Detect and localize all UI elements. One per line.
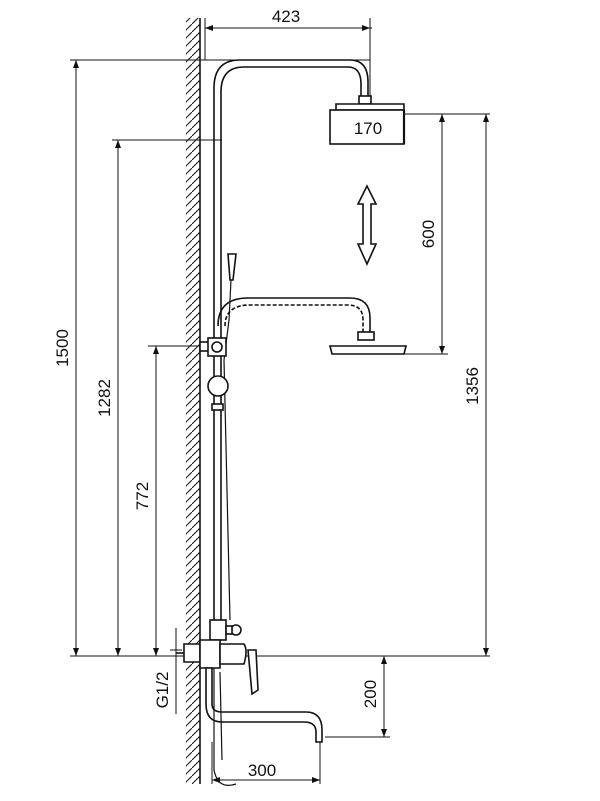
mixer-valve (176, 619, 259, 696)
dim-travel-600: 600 (419, 220, 438, 248)
extension-lines (70, 18, 490, 784)
dim-height-772: 772 (133, 482, 152, 510)
dimension-lines (75, 60, 487, 781)
riser-pipe (213, 59, 369, 630)
dim-height-1500: 1500 (53, 329, 72, 367)
arrowheads (73, 25, 489, 783)
hose (213, 668, 237, 786)
wall (186, 18, 201, 784)
adjust-arrow-icon (356, 184, 378, 266)
dim-head-170: 170 (354, 119, 382, 138)
lower-shower-head (217, 297, 408, 355)
dim-spout-200: 200 (361, 680, 380, 708)
dim-height-1282: 1282 (95, 379, 114, 417)
dim-spout-300: 300 (248, 761, 276, 780)
bath-spout (205, 667, 323, 743)
wall-bracket (199, 337, 229, 411)
dim-inlet-thread: G1/2 (153, 672, 172, 709)
dim-width-423: 423 (272, 7, 300, 26)
top-shower-head (329, 95, 406, 145)
dim-height-1356: 1356 (463, 367, 482, 405)
